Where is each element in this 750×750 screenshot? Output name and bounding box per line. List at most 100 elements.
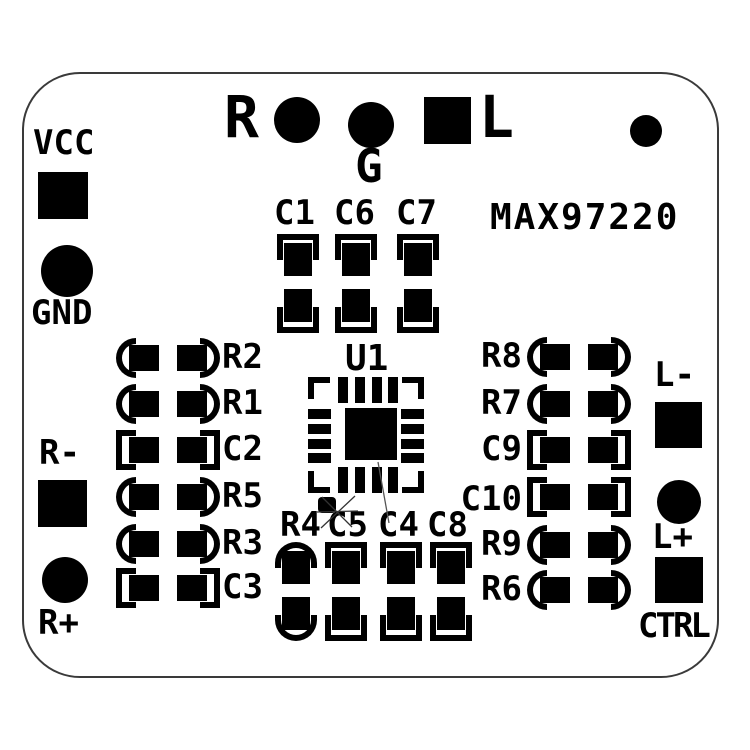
pad (129, 437, 159, 463)
component-c5-label: C5 (327, 505, 368, 545)
pin-pad (338, 377, 348, 403)
r-minus-label: R- (39, 433, 80, 473)
component-r8 (527, 337, 631, 377)
bracket-right (200, 338, 220, 378)
bracket-right (611, 525, 631, 565)
bracket-right (611, 570, 631, 610)
bracket-bottom (275, 615, 317, 641)
bracket-bottom (397, 307, 439, 333)
pad (404, 289, 432, 322)
bracket-right (611, 477, 631, 517)
pad (404, 243, 432, 276)
pin-pad (388, 377, 398, 403)
bracket-bottom (335, 307, 377, 333)
bracket-left (116, 568, 136, 608)
pad (540, 484, 570, 510)
component-c7-label: C7 (396, 193, 437, 233)
pad (540, 344, 570, 370)
pad (332, 597, 360, 630)
bracket-right (200, 477, 220, 517)
component-c10-label: C10 (460, 479, 522, 519)
corner-bracket (308, 377, 330, 399)
bracket-bottom (380, 615, 422, 641)
bracket-top (380, 542, 422, 568)
bracket-left (527, 570, 547, 610)
component-c7 (397, 234, 439, 333)
pin-pad (308, 424, 331, 434)
bracket-top (430, 542, 472, 568)
right-channel-hole (274, 97, 320, 143)
component-c4-label: C4 (378, 505, 419, 545)
bracket-top (397, 234, 439, 260)
component-c5 (325, 542, 367, 641)
pad (282, 551, 310, 584)
component-r6 (527, 570, 631, 610)
component-r5-label: R5 (222, 476, 263, 516)
l-minus-label: L- (654, 355, 695, 395)
r-plus-label: R+ (38, 603, 79, 643)
component-r8-label: R8 (481, 336, 522, 376)
thermal-pad (345, 408, 397, 460)
pad (387, 597, 415, 630)
pad (332, 551, 360, 584)
component-c8 (430, 542, 472, 641)
pin-pad (372, 377, 382, 403)
bracket-left (116, 477, 136, 517)
l-plus-label: L+ (652, 517, 693, 557)
component-r3-label: R3 (222, 523, 263, 563)
component-c1-label: C1 (274, 193, 315, 233)
bracket-top (275, 542, 317, 568)
component-c3 (116, 568, 220, 608)
bracket-right (200, 568, 220, 608)
component-c2-label: C2 (222, 429, 263, 469)
bracket-left (116, 524, 136, 564)
r-plus-via (42, 557, 88, 603)
vcc-label: VCC (33, 123, 95, 163)
pad (588, 484, 618, 510)
bracket-top (277, 234, 319, 260)
pad (437, 551, 465, 584)
pin-pad (308, 453, 331, 463)
component-r7-label: R7 (481, 383, 522, 423)
gnd-label: GND (31, 293, 93, 333)
component-r4-label: R4 (280, 505, 321, 545)
component-c10 (527, 477, 631, 517)
pad (342, 289, 370, 322)
bracket-left (527, 384, 547, 424)
component-r9-label: R9 (481, 524, 522, 564)
r-minus-pad (38, 480, 87, 527)
bracket-left (116, 384, 136, 424)
pin-pad (401, 439, 424, 449)
pad (540, 391, 570, 417)
l-plus-via (657, 480, 701, 524)
pad (129, 484, 159, 510)
component-r4 (275, 542, 317, 641)
pad (284, 243, 312, 276)
bracket-left (527, 430, 547, 470)
pad (129, 575, 159, 601)
component-r6-label: R6 (481, 569, 522, 609)
bracket-left (116, 338, 136, 378)
component-c9-label: C9 (481, 429, 522, 469)
component-c4 (380, 542, 422, 641)
l-minus-pad (655, 402, 702, 448)
bracket-right (200, 384, 220, 424)
pad (177, 575, 207, 601)
pin-pad (338, 467, 348, 493)
component-r7 (527, 384, 631, 424)
ic-ref-label: U1 (345, 338, 389, 379)
bracket-left (116, 430, 136, 470)
bracket-left (527, 477, 547, 517)
pad (540, 577, 570, 603)
right-channel-label: R (224, 83, 259, 151)
component-c6-label: C6 (334, 193, 375, 233)
bracket-right (611, 384, 631, 424)
component-r9 (527, 525, 631, 565)
ground-label: G (355, 139, 383, 193)
pad (342, 243, 370, 276)
pin-pad (308, 439, 331, 449)
component-r1-label: R1 (222, 383, 263, 423)
bracket-top (325, 542, 367, 568)
pin-pad (355, 377, 365, 403)
